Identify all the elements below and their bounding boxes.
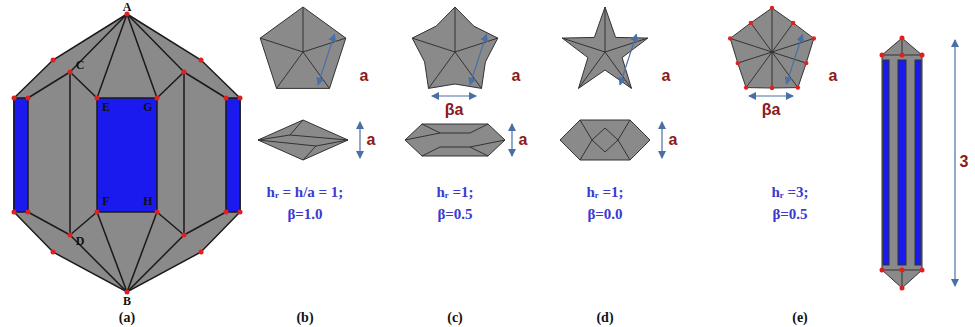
vertex-dots [880, 36, 925, 291]
side-views [258, 38, 922, 288]
parameter-formula: β=0.5 [437, 206, 472, 223]
vertex-label: C [76, 59, 85, 72]
dimension-label: a [519, 131, 528, 149]
vertex-label: E [102, 101, 110, 114]
dimension-label: a [367, 131, 376, 149]
vertex-dots [728, 6, 816, 90]
vertex-dots [12, 12, 243, 295]
vertex-label: D [76, 235, 85, 248]
panel-caption: (c) [447, 310, 463, 325]
dimension-label: 3 [960, 153, 969, 171]
panel-caption: (d) [596, 310, 613, 325]
dimension-label: a [669, 131, 678, 149]
dimension-label: a [662, 67, 671, 85]
unfolded-polyhedron [14, 14, 240, 292]
vertex-label: B [123, 295, 131, 308]
top-views [260, 7, 814, 88]
vertex-label: A [123, 1, 132, 14]
vertex-label: F [102, 195, 109, 208]
dimension-label: βa [445, 101, 464, 119]
dimension-lines [318, 34, 955, 286]
dimension-label: a [360, 67, 369, 85]
parameter-formula: hᵣ =3; [772, 184, 809, 201]
parameter-formula: β=0.5 [772, 206, 807, 223]
panel-caption: (a) [119, 310, 135, 325]
dimension-label: βa [762, 101, 781, 119]
parameter-formula: hᵣ =1; [437, 184, 474, 201]
parameter-formula: β=0.0 [587, 206, 622, 223]
parameter-formula: β=1.0 [287, 206, 322, 223]
vertex-label: H [143, 195, 152, 208]
dimension-label: a [512, 67, 521, 85]
parameter-formula: hᵣ = h/a = 1; [267, 184, 344, 201]
panel-caption: (b) [296, 310, 313, 325]
vertex-label: G [143, 101, 152, 114]
dimension-label: a [829, 67, 838, 85]
parameter-formula: hᵣ =1; [587, 184, 624, 201]
panel-caption: (e) [792, 310, 808, 325]
